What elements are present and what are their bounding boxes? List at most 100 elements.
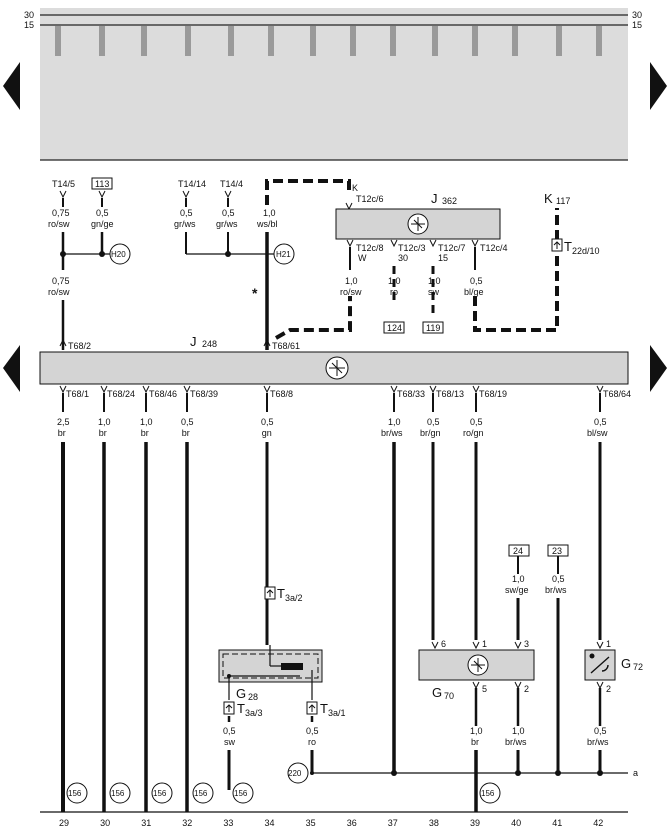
label-t12c-3-sub: 30	[398, 253, 408, 263]
connector-arrow	[224, 190, 232, 199]
triangle-right-icon[interactable]	[650, 62, 667, 110]
triangle-left-icon-lower[interactable]	[3, 345, 20, 392]
dashed-wire	[275, 296, 352, 340]
wire-size: 0,5	[470, 417, 483, 427]
g72-w-color: br/ws	[587, 737, 609, 747]
track-number: 29	[59, 818, 69, 828]
wire-size: 0,5	[181, 417, 194, 427]
label-t12c-8-sub: W	[358, 253, 367, 263]
electronic-symbol-icon-glyph	[329, 360, 345, 376]
pin-label: T68/13	[436, 389, 464, 399]
g28-t3a3: T	[237, 701, 245, 716]
j362-wc-color: sw	[428, 287, 440, 297]
label-t12c-4: T12c/4	[480, 243, 508, 253]
connector-arrow	[390, 239, 398, 248]
track-number: 31	[141, 818, 151, 828]
w24-color: sw/ge	[505, 585, 529, 595]
connector-arrow	[142, 385, 150, 394]
w3-color: gr/ws	[174, 219, 196, 229]
g70-pin-2: 2	[524, 684, 529, 694]
g70-pin-1: 1	[482, 639, 487, 649]
ref-156: 156	[481, 789, 495, 798]
label-t14-5: T14/5	[52, 179, 75, 189]
g28-t3a2-sub: 3a/2	[285, 593, 303, 603]
connector-arrow	[596, 641, 604, 650]
label-t12c-3: T12c/3	[398, 243, 426, 253]
g28-wl-size: 0,5	[223, 726, 236, 736]
g28-t3a1-sub: 3a/1	[328, 708, 346, 718]
track-number: 34	[265, 818, 275, 828]
ref-156-circle	[192, 782, 214, 804]
wire-size: 1,0	[98, 417, 111, 427]
label-t14-4: T14/4	[220, 179, 243, 189]
g72-number: 72	[633, 662, 643, 672]
wire-color: br/ws	[381, 428, 403, 438]
rail-label-15-right: 15	[632, 20, 642, 30]
connector-arrow	[431, 641, 439, 650]
k117-t22d: T	[564, 239, 572, 254]
splice-h21	[273, 243, 295, 265]
wire-color: br	[182, 428, 190, 438]
connector-arrow	[471, 239, 479, 248]
sensor-icon	[590, 656, 610, 674]
triangle-left-icon[interactable]	[3, 62, 20, 110]
rail-label-30-left: 30	[24, 10, 34, 20]
connector-arrow	[390, 385, 398, 394]
ref-156-circle	[479, 782, 501, 804]
ground-ref-220	[287, 762, 309, 784]
connector-arrow	[429, 239, 437, 248]
pin-label: T68/1	[66, 389, 89, 399]
track-number: 35	[306, 818, 316, 828]
pin-label: T68/24	[107, 389, 135, 399]
wire-size: 1,0	[388, 417, 401, 427]
track-number: 38	[429, 818, 439, 828]
ref-156-circle	[151, 782, 173, 804]
junction-dot	[515, 770, 521, 776]
connector-arrow	[59, 338, 67, 347]
wire-color: bl/sw	[587, 428, 608, 438]
pin-label: T68/19	[479, 389, 507, 399]
track-number: 37	[388, 818, 398, 828]
connector-arrow-icon	[266, 589, 274, 597]
w4-color: gr/ws	[216, 219, 238, 229]
w5-size: 1,0	[263, 208, 276, 218]
wire-color: br	[58, 428, 66, 438]
g72-w-size: 0,5	[594, 726, 607, 736]
g70-w5-size: 1,0	[470, 726, 483, 736]
junction-dot	[597, 770, 603, 776]
j362-wb-size: 1,0	[388, 276, 401, 286]
g28-t3a2: T	[277, 586, 285, 601]
ref-24: 24	[513, 546, 523, 556]
pin-label: T68/8	[270, 389, 293, 399]
w2-color: gn/ge	[91, 219, 114, 229]
g28-element	[281, 663, 303, 670]
rail-hatching	[55, 26, 602, 56]
connector-arrow	[596, 681, 604, 690]
ref-156: 156	[111, 789, 125, 798]
g28-wl-color: sw	[224, 737, 236, 747]
w3-size: 0,5	[180, 208, 193, 218]
triangle-right-icon-lower[interactable]	[650, 345, 667, 392]
connector-arrow	[596, 385, 604, 394]
label-t12c-7-sub: 15	[438, 253, 448, 263]
ref-156-circle	[66, 782, 88, 804]
j248-name: J	[190, 334, 197, 349]
w24-size: 1,0	[512, 574, 525, 584]
wire-size: 0,5	[594, 417, 607, 427]
track-number: 42	[593, 818, 603, 828]
ref-156: 156	[153, 789, 167, 798]
g28-t3a3-sub: 3a/3	[245, 708, 263, 718]
ref-220: 220	[288, 769, 302, 778]
track-number: 36	[347, 818, 357, 828]
connector-arrow	[182, 190, 190, 199]
junction-dot	[225, 251, 231, 257]
label-t68-2: T68/2	[68, 341, 91, 351]
j362-wc-size: 1,0	[428, 276, 441, 286]
j248-output-pins: T68/12,5brT68/241,0brT68/461,0brT68/390,…	[57, 385, 631, 812]
label-t14-14: T14/14	[178, 179, 206, 189]
g70-w2-color: br/ws	[505, 737, 527, 747]
pin-label: T68/33	[397, 389, 425, 399]
label-h21: H21	[276, 250, 291, 259]
g70-pin-5: 5	[482, 684, 487, 694]
